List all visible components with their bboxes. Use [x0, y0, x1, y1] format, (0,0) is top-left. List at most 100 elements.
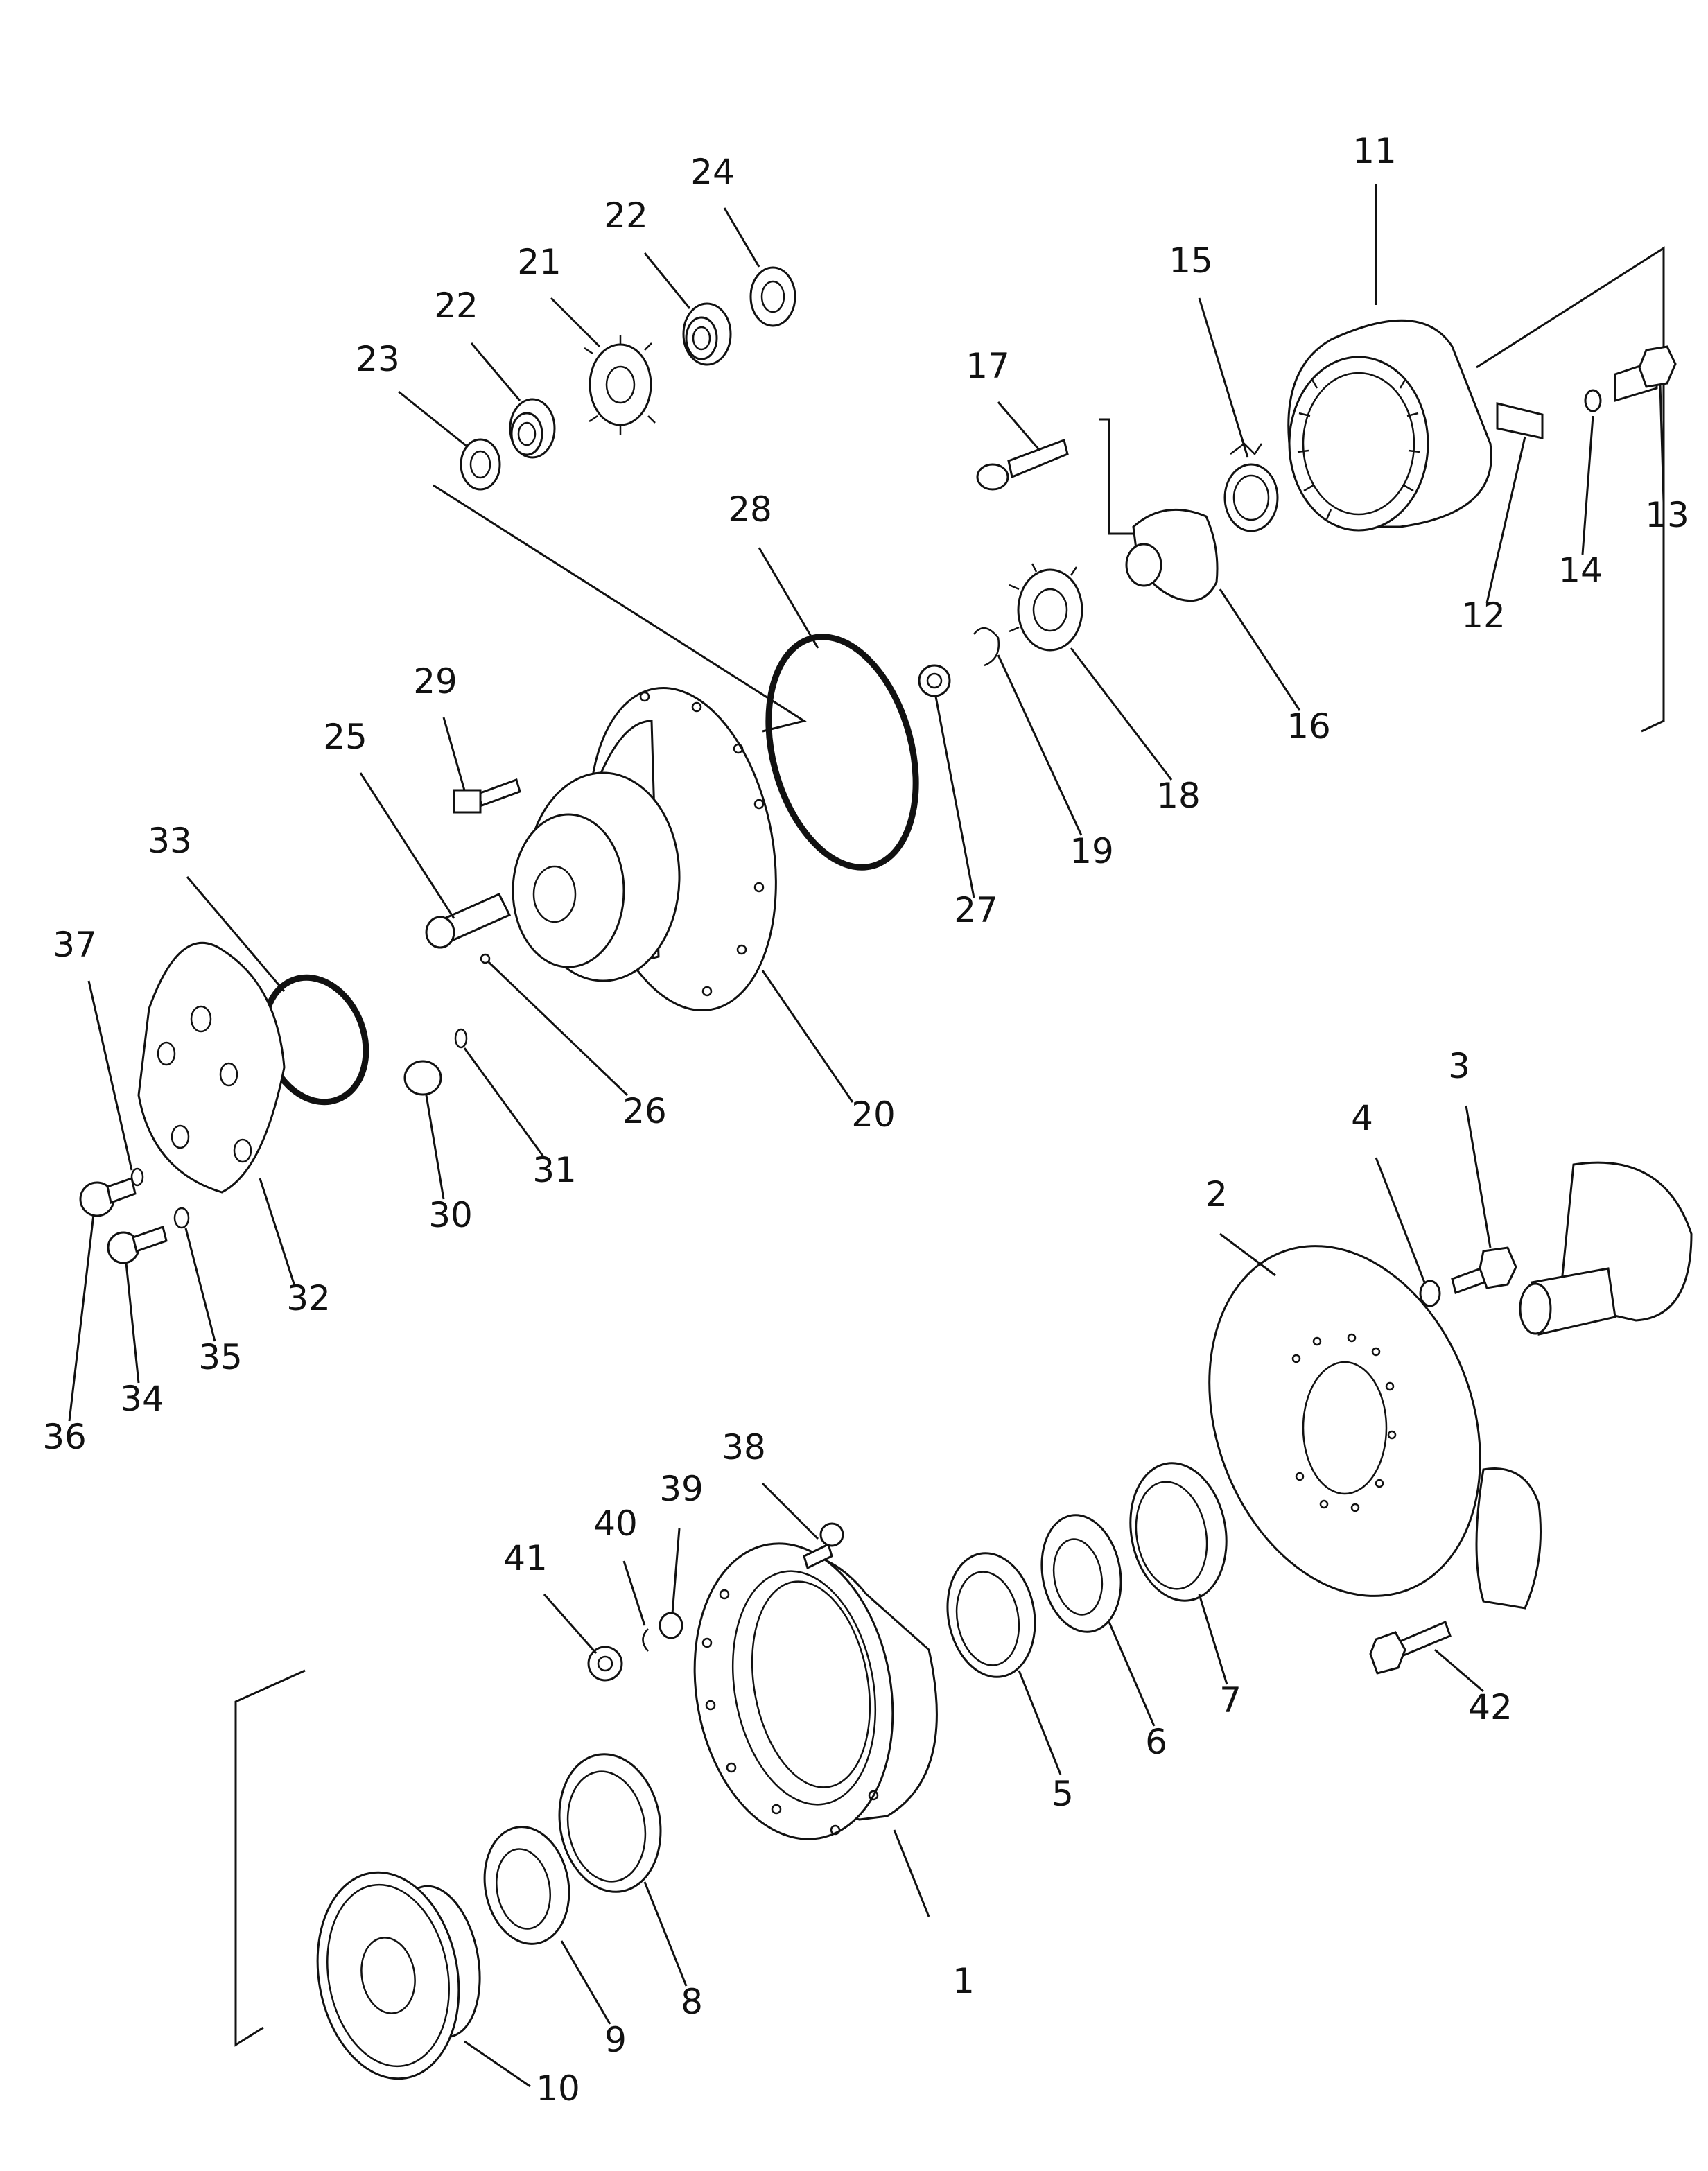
leader-lines [68, 184, 1665, 2088]
nut-41 [587, 1646, 623, 1682]
leader-line-6 [1108, 1621, 1156, 1727]
part-label-42: 42 [1468, 1687, 1513, 1727]
part-label-38: 38 [722, 1427, 766, 1467]
part-label-28: 28 [728, 489, 772, 530]
part-label-32: 32 [286, 1278, 331, 1318]
leader-line-12 [1485, 436, 1526, 604]
leader-line-40 [622, 1560, 646, 1626]
part-label-15: 15 [1169, 241, 1213, 281]
leader-line-32 [259, 1178, 296, 1287]
leader-line-39 [671, 1528, 681, 1614]
part-label-1: 1 [952, 1961, 975, 2001]
leader-line-2 [1219, 1232, 1276, 1277]
bearing-22-right [682, 302, 732, 366]
part-label-27: 27 [954, 890, 998, 930]
leader-line-4 [1375, 1157, 1426, 1283]
seal-15 [1223, 442, 1279, 532]
bolt-42 [1369, 1620, 1452, 1675]
o-ring-37 [130, 1167, 144, 1187]
leader-line-25 [359, 772, 455, 919]
part-label-11: 11 [1352, 131, 1397, 171]
leader-line-34 [125, 1262, 140, 1384]
bolt-17 [976, 439, 1069, 491]
part-label-8: 8 [681, 1982, 703, 2022]
part-label-12: 12 [1461, 595, 1506, 636]
leader-line-5 [1018, 1670, 1062, 1775]
part-label-39: 39 [659, 1469, 704, 1509]
bearing-cup-5 [946, 1552, 1036, 1678]
cover-16 [1125, 508, 1219, 602]
part-label-26: 26 [622, 1091, 667, 1131]
leader-line-17 [997, 401, 1041, 451]
washer-35 [173, 1207, 190, 1229]
washer-39 [659, 1612, 683, 1639]
part-label-21: 21 [517, 242, 561, 282]
bearing-cup-7 [1129, 1462, 1228, 1602]
washer-24 [749, 266, 796, 327]
bearing-22-left [509, 398, 556, 459]
ring-gear-11 [1287, 319, 1492, 532]
part-label-2: 2 [1205, 1174, 1228, 1214]
sprocket-gear-10 [316, 1871, 481, 2080]
part-label-23: 23 [356, 339, 400, 379]
leader-line-1 [893, 1829, 930, 1917]
planet-gear-21 [584, 335, 656, 435]
end-cover-32 [137, 941, 286, 1194]
bearing-cone-6 [1040, 1514, 1122, 1633]
leader-line-22b [643, 252, 691, 309]
ball-26 [480, 953, 491, 964]
part-label-34: 34 [120, 1379, 164, 1419]
hub-1 [693, 1542, 938, 1840]
part-label-22: 22 [434, 286, 478, 326]
bolt-36 [79, 1177, 137, 1217]
part-label-20: 20 [851, 1095, 896, 1135]
leader-line-13 [1659, 384, 1665, 503]
part-label-18: 18 [1156, 776, 1201, 816]
leader-line-20 [761, 970, 854, 1103]
shaft-25 [425, 893, 512, 949]
bearing-cone-9 [483, 1826, 570, 1945]
leader-line-8 [643, 1881, 688, 1987]
part-label-31: 31 [532, 1150, 577, 1190]
bolt-38 [803, 1522, 844, 1570]
brake-disc-2 [1208, 1245, 1481, 1597]
part-label-30: 30 [428, 1195, 473, 1235]
leader-line-27 [934, 696, 975, 898]
leader-line-15 [1198, 297, 1249, 458]
leader-line-28 [758, 547, 819, 649]
sun-gear-18 [1009, 563, 1083, 652]
part-label-25: 25 [323, 717, 367, 757]
part-label-35: 35 [198, 1337, 243, 1377]
part-label-5: 5 [1052, 1774, 1074, 1814]
leader-line-18 [1070, 647, 1173, 781]
leader-line-26 [487, 961, 629, 1097]
plug-27 [918, 664, 951, 697]
part-label-4: 4 [1351, 1098, 1373, 1138]
part-label-33: 33 [148, 821, 192, 861]
part-label-37: 37 [53, 925, 97, 965]
part-label-9: 9 [604, 2020, 627, 2060]
lock-plate-12 [1496, 402, 1544, 439]
snap-ring-19 [973, 627, 1000, 667]
washer-14 [1584, 389, 1602, 412]
bolt-13 [1614, 345, 1677, 403]
leader-line-30 [425, 1095, 445, 1200]
part-label-22b: 22 [604, 195, 648, 236]
part-label-36: 36 [42, 1417, 87, 1457]
part-label-7: 7 [1219, 1680, 1241, 1720]
leader-line-42 [1434, 1648, 1484, 1693]
part-label-3: 3 [1448, 1046, 1470, 1086]
leader-line-37 [87, 980, 133, 1171]
part-label-6: 6 [1145, 1722, 1167, 1762]
leader-line-14 [1581, 415, 1594, 555]
leader-line-10 [464, 2040, 531, 2088]
lock-washer-40 [642, 1628, 649, 1652]
bracket-42 [1475, 1467, 1542, 1610]
part-label-17: 17 [966, 346, 1010, 386]
leader-line-41 [543, 1594, 598, 1654]
leader-line-29 [442, 717, 466, 791]
bolt-34 [107, 1226, 168, 1264]
group-brackets [234, 246, 1665, 2047]
part-labels: 1234567891011121314151617181920212222232… [42, 131, 1689, 2109]
